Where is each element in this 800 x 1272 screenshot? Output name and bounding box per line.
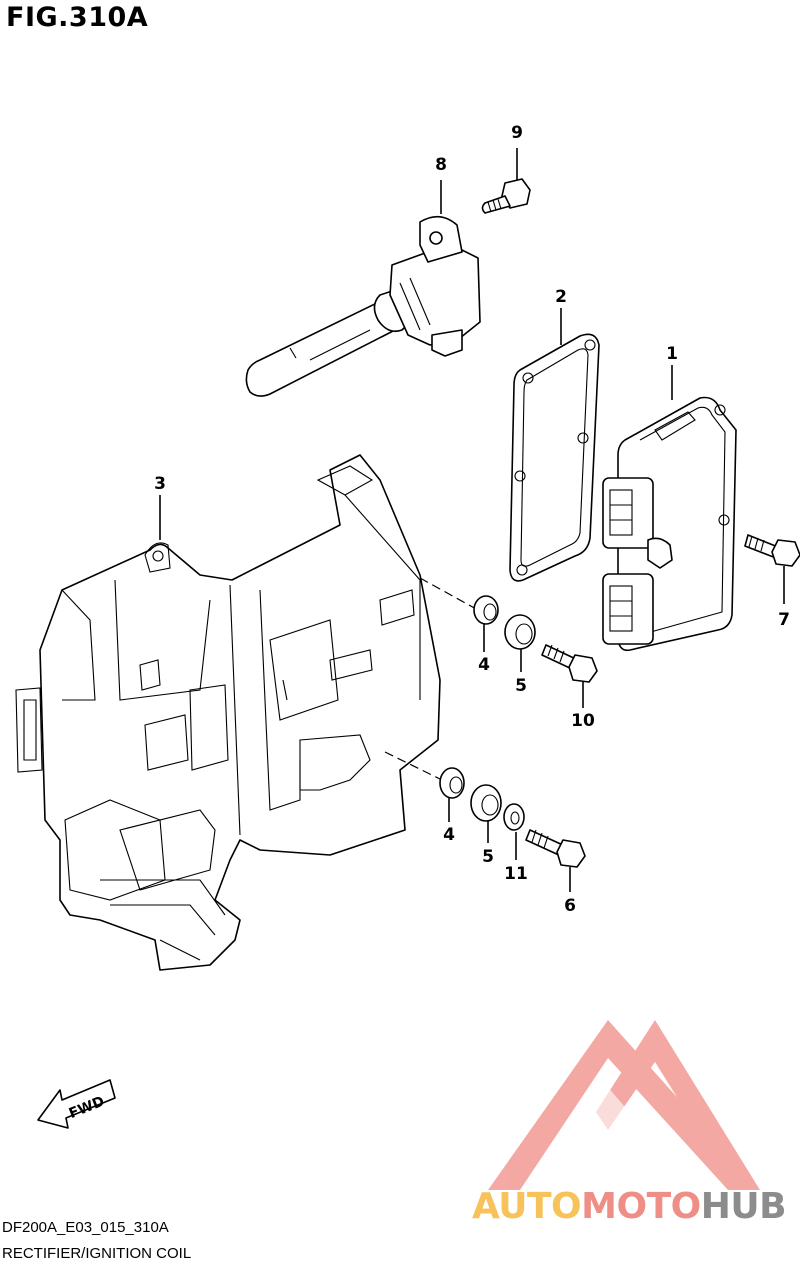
callout-4-upper: 4 bbox=[478, 655, 490, 675]
callout-6: 6 bbox=[564, 896, 576, 916]
callout-4-lower: 4 bbox=[443, 825, 455, 845]
alignment-line-lower bbox=[384, 751, 443, 781]
part-4-grommet-upper bbox=[473, 595, 499, 652]
fwd-arrow-icon: FWD bbox=[37, 1079, 116, 1129]
callout-5-upper: 5 bbox=[515, 676, 527, 696]
part-4-grommet-lower bbox=[439, 767, 465, 822]
part-3-bracket bbox=[15, 454, 441, 971]
callout-9: 9 bbox=[511, 123, 523, 143]
part-5-cushion-upper bbox=[504, 614, 536, 672]
callout-11: 11 bbox=[504, 864, 528, 884]
part-9-bolt bbox=[481, 148, 531, 214]
part-1-rectifier bbox=[602, 365, 737, 652]
part-7-bolt bbox=[744, 534, 800, 604]
callout-7: 7 bbox=[778, 610, 790, 630]
watermark-brand: AUTOMOTOHUB bbox=[472, 1186, 787, 1227]
figure-title: FIG.310A bbox=[6, 2, 149, 33]
callout-8: 8 bbox=[435, 155, 447, 175]
callout-10: 10 bbox=[571, 711, 595, 731]
model-code: DF200A_E03_015_310A bbox=[2, 1219, 169, 1236]
callout-3: 3 bbox=[154, 474, 166, 494]
watermark-hub: HUB bbox=[700, 1186, 787, 1227]
part-11-washer bbox=[503, 803, 525, 860]
triangle-m-logo-icon bbox=[488, 1020, 760, 1190]
callout-5-lower: 5 bbox=[482, 847, 494, 867]
part-10-bolt bbox=[541, 644, 598, 708]
callout-2: 2 bbox=[555, 287, 567, 307]
part-2-gasket bbox=[509, 308, 600, 582]
callout-1: 1 bbox=[666, 344, 678, 364]
watermark-auto: AUTO bbox=[472, 1186, 582, 1227]
part-6-bolt bbox=[525, 829, 586, 892]
section-title: RECTIFIER/IGNITION COIL bbox=[2, 1245, 192, 1262]
watermark-moto: MOTO bbox=[581, 1186, 701, 1227]
alignment-line-upper bbox=[419, 577, 479, 611]
part-5-cushion-lower bbox=[470, 784, 502, 843]
part-8-ignition-coil bbox=[245, 180, 481, 397]
